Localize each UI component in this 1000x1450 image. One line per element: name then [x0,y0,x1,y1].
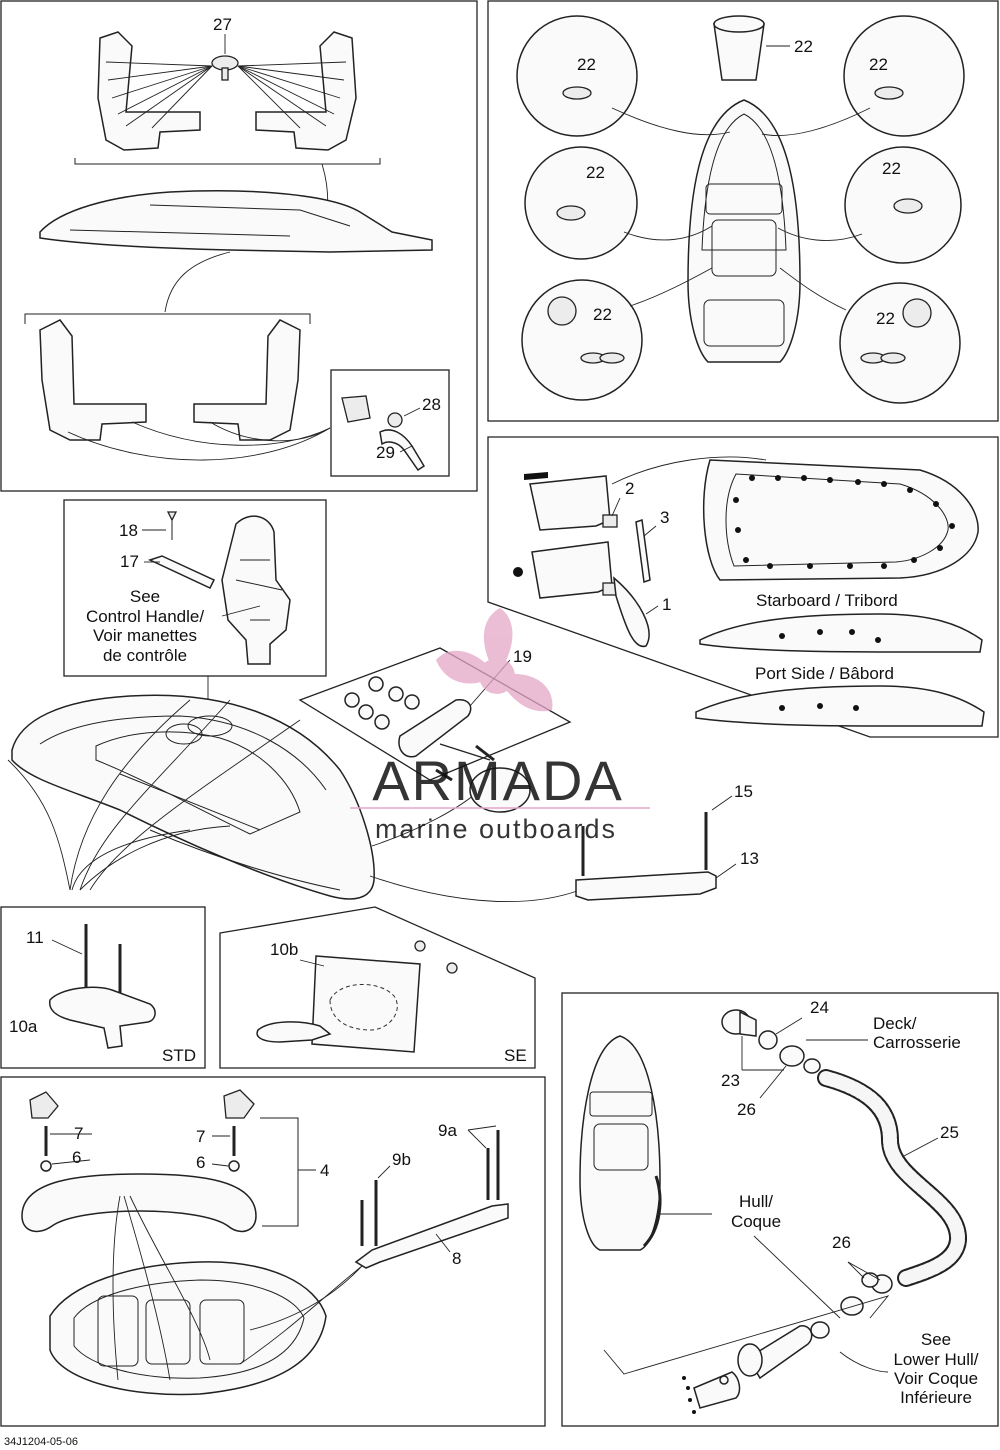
callout-18: 18 [119,521,138,540]
note-see-lower-1: See [921,1330,951,1349]
callout-1: 1 [662,595,671,614]
note-see-lower-3: Voir Coque [894,1369,978,1388]
watermark: ARMADA marine outboards [350,608,650,844]
main-boat [7,676,581,902]
note-port: Port Side / Bâbord [755,664,894,683]
hardware-group-19 [298,647,572,813]
control-handle-panel [147,511,291,665]
drain-hose-panel [579,1009,967,1414]
note-see-control-2: Control Handle/ [86,607,204,626]
callout-22-ml: 22 [586,163,605,182]
callout-26-top: 26 [737,1100,756,1119]
note-deck-1: Deck/ [873,1014,917,1033]
callout-leaders [50,34,659,1179]
callout-22-mr: 22 [882,159,901,178]
callout-6-right: 6 [196,1153,205,1172]
handles-panel [21,1089,509,1396]
note-see-control-4: de contrôle [103,646,187,665]
part-13-15 [575,795,737,901]
callout-17: 17 [120,552,139,571]
note-see-lower-2: Lower Hull/ [893,1350,978,1369]
callout-7-right: 7 [196,1127,205,1146]
std-panel [48,924,156,1049]
note-hull-2: Coque [731,1212,781,1231]
callout-2: 2 [625,479,634,498]
se-panel [256,940,458,1053]
note-se: SE [504,1046,527,1065]
diagram-code: 34J1204-05-06 [4,1436,78,1448]
callout-9a: 9a [438,1121,457,1140]
watermark-brand: ARMADA [372,749,624,812]
callout-22-cup: 22 [794,37,813,56]
propeller-logo [436,608,553,712]
note-see-control-1: See [130,587,160,606]
callout-10b: 10b [270,940,298,959]
fastener-leader-lines [105,61,347,129]
note-std: STD [162,1046,196,1065]
callout-22-bl: 22 [593,305,612,324]
note-see-lower-4: Inférieure [900,1388,972,1407]
callout-23: 23 [721,1071,740,1090]
callout-7-left: 7 [74,1124,83,1143]
notes: Starboard / Tribord Port Side / Bâbord S… [86,587,979,1407]
watermark-tagline: marine outboards [375,814,617,844]
callout-26-bottom: 26 [832,1233,851,1252]
callout-29: 29 [376,443,395,462]
note-see-control-3: Voir manettes [93,626,197,645]
callout-4: 4 [320,1161,329,1180]
callout-27: 27 [213,15,232,34]
note-deck-2: Carrosserie [873,1033,961,1052]
callout-15: 15 [734,782,753,801]
seat-liner-panel [24,31,433,472]
callout-22-br: 22 [876,309,895,328]
callout-13: 13 [740,849,759,868]
callout-8: 8 [452,1249,461,1268]
callout-9b: 9b [392,1150,411,1169]
hull-insert-panel [513,456,985,727]
callout-6-left: 6 [72,1148,81,1167]
callout-22-tl: 22 [577,55,596,74]
callout-11: 11 [26,928,44,947]
callout-labels: 27 22 22 22 22 22 22 22 28 29 2 3 1 18 1… [9,15,959,1268]
callout-19: 19 [513,647,532,666]
note-starboard: Starboard / Tribord [756,591,898,610]
hull-insert-rivets [733,475,955,569]
callout-10a: 10a [9,1017,38,1036]
callout-28: 28 [422,395,441,414]
callout-22-tr: 22 [869,55,888,74]
cup-holder-panel [516,15,965,404]
note-hull-1: Hull/ [739,1192,773,1211]
callout-24: 24 [810,998,829,1017]
callout-25: 25 [940,1123,959,1142]
callout-3: 3 [660,508,669,527]
